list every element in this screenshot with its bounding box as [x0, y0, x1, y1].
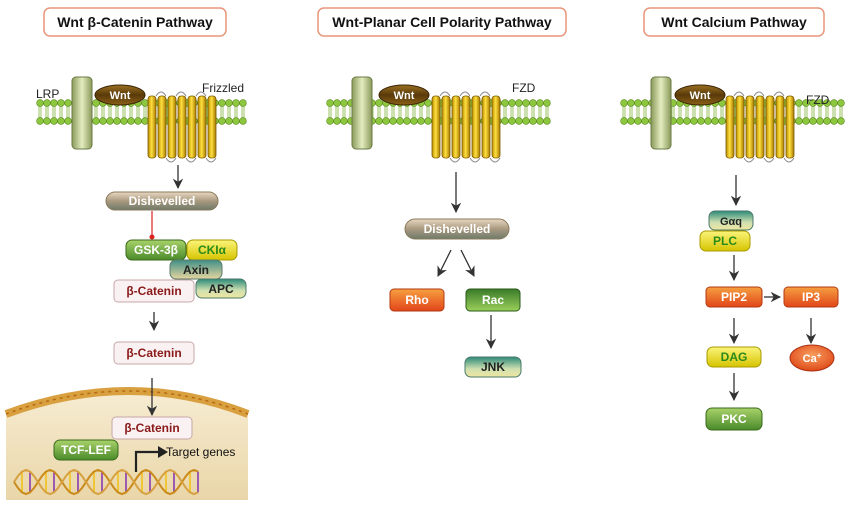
beta-catenin-panel: Wnt β-Catenin Pathway LRP Wnt Frizzled D…: [4, 7, 250, 500]
title-box: [317, 7, 567, 37]
dna-helix: [13, 468, 199, 496]
coreceptor: [650, 76, 672, 150]
pip2-label: PIP2: [721, 290, 747, 304]
tcf-lef-label: TCF-LEF: [61, 443, 111, 457]
fzd-receptor: [725, 91, 795, 163]
transcription-start-arrow: [134, 450, 160, 472]
arrow: [460, 249, 475, 277]
wnt-label: Wnt: [690, 90, 711, 102]
dishevelled-node: [404, 218, 510, 240]
inhibition-dot: [149, 234, 155, 240]
plc-node: [699, 230, 751, 252]
apc-label: APC: [208, 282, 234, 296]
calcium-panel: Wnt Calcium Pathway Wnt FZD Gαq PLC PIP2…: [620, 7, 845, 431]
planar-panel: Wnt-Planar Cell Polarity Pathway Wnt FZD…: [317, 7, 567, 378]
wnt-ligand: [94, 84, 146, 106]
fzd-receptor: [431, 91, 501, 163]
axin-node: [169, 259, 223, 280]
ip3-label: IP3: [802, 290, 820, 304]
coreceptor: [351, 76, 373, 150]
panel-title: Wnt β-Catenin Pathway: [57, 14, 213, 30]
frizzled-receptor: [147, 91, 217, 163]
lrp-label: LRP: [36, 87, 59, 101]
arrow: [437, 249, 452, 277]
pkc-label: PKC: [721, 412, 747, 426]
panel-title: Wnt Calcium Pathway: [661, 14, 807, 30]
fzd-label: FZD: [806, 93, 830, 107]
fzd-label: FZD: [512, 81, 536, 95]
ip3-node: [783, 286, 839, 308]
title-box: [43, 7, 227, 37]
tcf-lef-node: [53, 439, 119, 461]
beta-catenin-label-1: β-Catenin: [126, 284, 181, 298]
pkc-node: [705, 407, 763, 431]
frizzled-label: Frizzled: [202, 81, 244, 95]
ca-label: Ca+: [803, 351, 822, 365]
dag-node: [706, 346, 762, 368]
apc-node: [195, 278, 247, 299]
transcription-arrowhead: [158, 446, 168, 458]
rho-label: Rho: [405, 293, 428, 307]
beta-catenin-node-2: [113, 341, 195, 365]
jnk-label: JNK: [481, 360, 505, 374]
target-genes-label: Target genes: [166, 445, 235, 459]
gsk3b-label: GSK-3β: [134, 243, 178, 257]
nuclear-envelope: [4, 387, 250, 418]
dag-label: DAG: [721, 350, 748, 364]
beta-catenin-node-1: [113, 279, 195, 303]
plc-label: PLC: [713, 234, 737, 248]
axin-label: Axin: [183, 263, 209, 277]
wnt-ligand: [378, 84, 430, 106]
dishevelled-node: [105, 191, 219, 211]
panel-title: Wnt-Planar Cell Polarity Pathway: [332, 14, 552, 30]
gaq-label: Gαq: [720, 216, 742, 228]
beta-catenin-node-3: [111, 416, 193, 440]
wnt-label: Wnt: [394, 90, 415, 102]
rac-label: Rac: [482, 293, 504, 307]
beta-catenin-label-2: β-Catenin: [126, 346, 181, 360]
rho-node: [389, 288, 445, 312]
lrp-coreceptor: [71, 76, 93, 150]
wnt-label: Wnt: [110, 90, 131, 102]
beta-catenin-label-3: β-Catenin: [124, 421, 179, 435]
gaq-node: [708, 210, 754, 231]
gsk3b-node: [125, 239, 187, 261]
ck1a-label: CKIα: [198, 243, 227, 257]
calcium-ion: [789, 344, 835, 372]
pip2-node: [705, 286, 763, 308]
rac-node: [465, 288, 521, 312]
dishevelled-label: Dishevelled: [424, 222, 491, 236]
title-box: [643, 7, 825, 37]
dishevelled-label: Dishevelled: [129, 194, 196, 208]
jnk-node: [464, 356, 522, 378]
wnt-ligand: [674, 84, 726, 106]
